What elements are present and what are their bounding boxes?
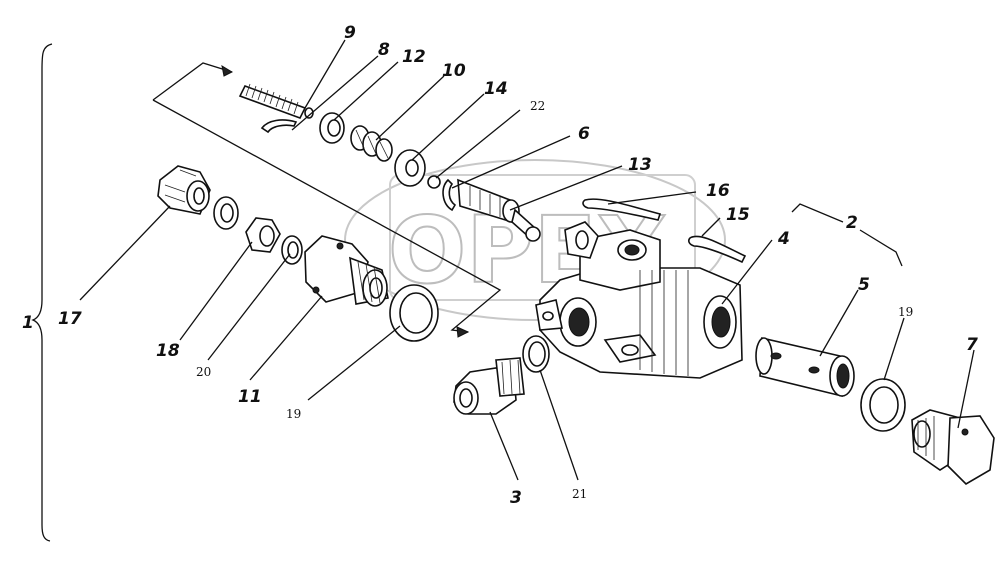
callout-4: 4 xyxy=(777,229,790,249)
part-9-pin xyxy=(260,119,298,134)
part-3-fitting xyxy=(453,357,525,415)
callout-11: 11 xyxy=(238,387,262,407)
part-8-washer xyxy=(319,112,345,144)
leader-lines xyxy=(79,39,975,481)
callout-1: 1 xyxy=(22,313,34,333)
assembly-guide-lines xyxy=(152,62,502,338)
part-15-cotter-pin xyxy=(688,235,747,264)
part-17-washer xyxy=(213,196,239,230)
callout-17: 17 xyxy=(58,309,82,329)
callout-3: 3 xyxy=(510,488,522,508)
callout-10: 10 xyxy=(442,61,466,81)
callout-8: 8 xyxy=(378,40,390,60)
callout-2: 2 xyxy=(846,213,858,233)
callout-20: 20 xyxy=(196,365,211,379)
callout-9: 9 xyxy=(344,23,356,43)
part-18-nut xyxy=(245,217,281,253)
part-4-valve-body xyxy=(535,221,743,379)
callout-19-right: 19 xyxy=(898,305,913,319)
callout-14: 14 xyxy=(484,79,508,99)
callout-19-left: 19 xyxy=(286,407,301,421)
part-17-hex-nut xyxy=(157,165,211,215)
callout-5: 5 xyxy=(858,275,870,295)
part-11-fitting xyxy=(304,235,389,307)
callout-18: 18 xyxy=(156,341,180,361)
callout-13: 13 xyxy=(628,155,652,175)
part-14-washer xyxy=(394,149,426,187)
group-1-brace xyxy=(31,43,53,542)
part-22-ball xyxy=(427,175,441,189)
group-2-bracket xyxy=(791,203,844,223)
callout-22: 22 xyxy=(530,99,545,113)
part-19-gasket-left xyxy=(389,284,439,342)
part-9-spring xyxy=(238,83,314,119)
callout-15: 15 xyxy=(726,205,750,225)
part-6-snap-ring xyxy=(442,178,457,212)
callout-6: 6 xyxy=(578,124,590,144)
part-19-gasket-right xyxy=(860,378,906,432)
part-10-spring xyxy=(350,125,393,162)
callout-7: 7 xyxy=(966,335,978,355)
part-5-sleeve xyxy=(755,337,855,398)
callout-12: 12 xyxy=(402,47,426,67)
part-7-plug xyxy=(911,409,995,486)
callout-16: 16 xyxy=(706,181,730,201)
part-21-o-ring xyxy=(522,335,550,373)
callout-labels: 1 2 3 4 5 6 7 8 9 10 11 12 13 14 15 16 1… xyxy=(22,23,978,508)
callout-21: 21 xyxy=(572,487,587,501)
part-13-valve xyxy=(457,178,541,242)
